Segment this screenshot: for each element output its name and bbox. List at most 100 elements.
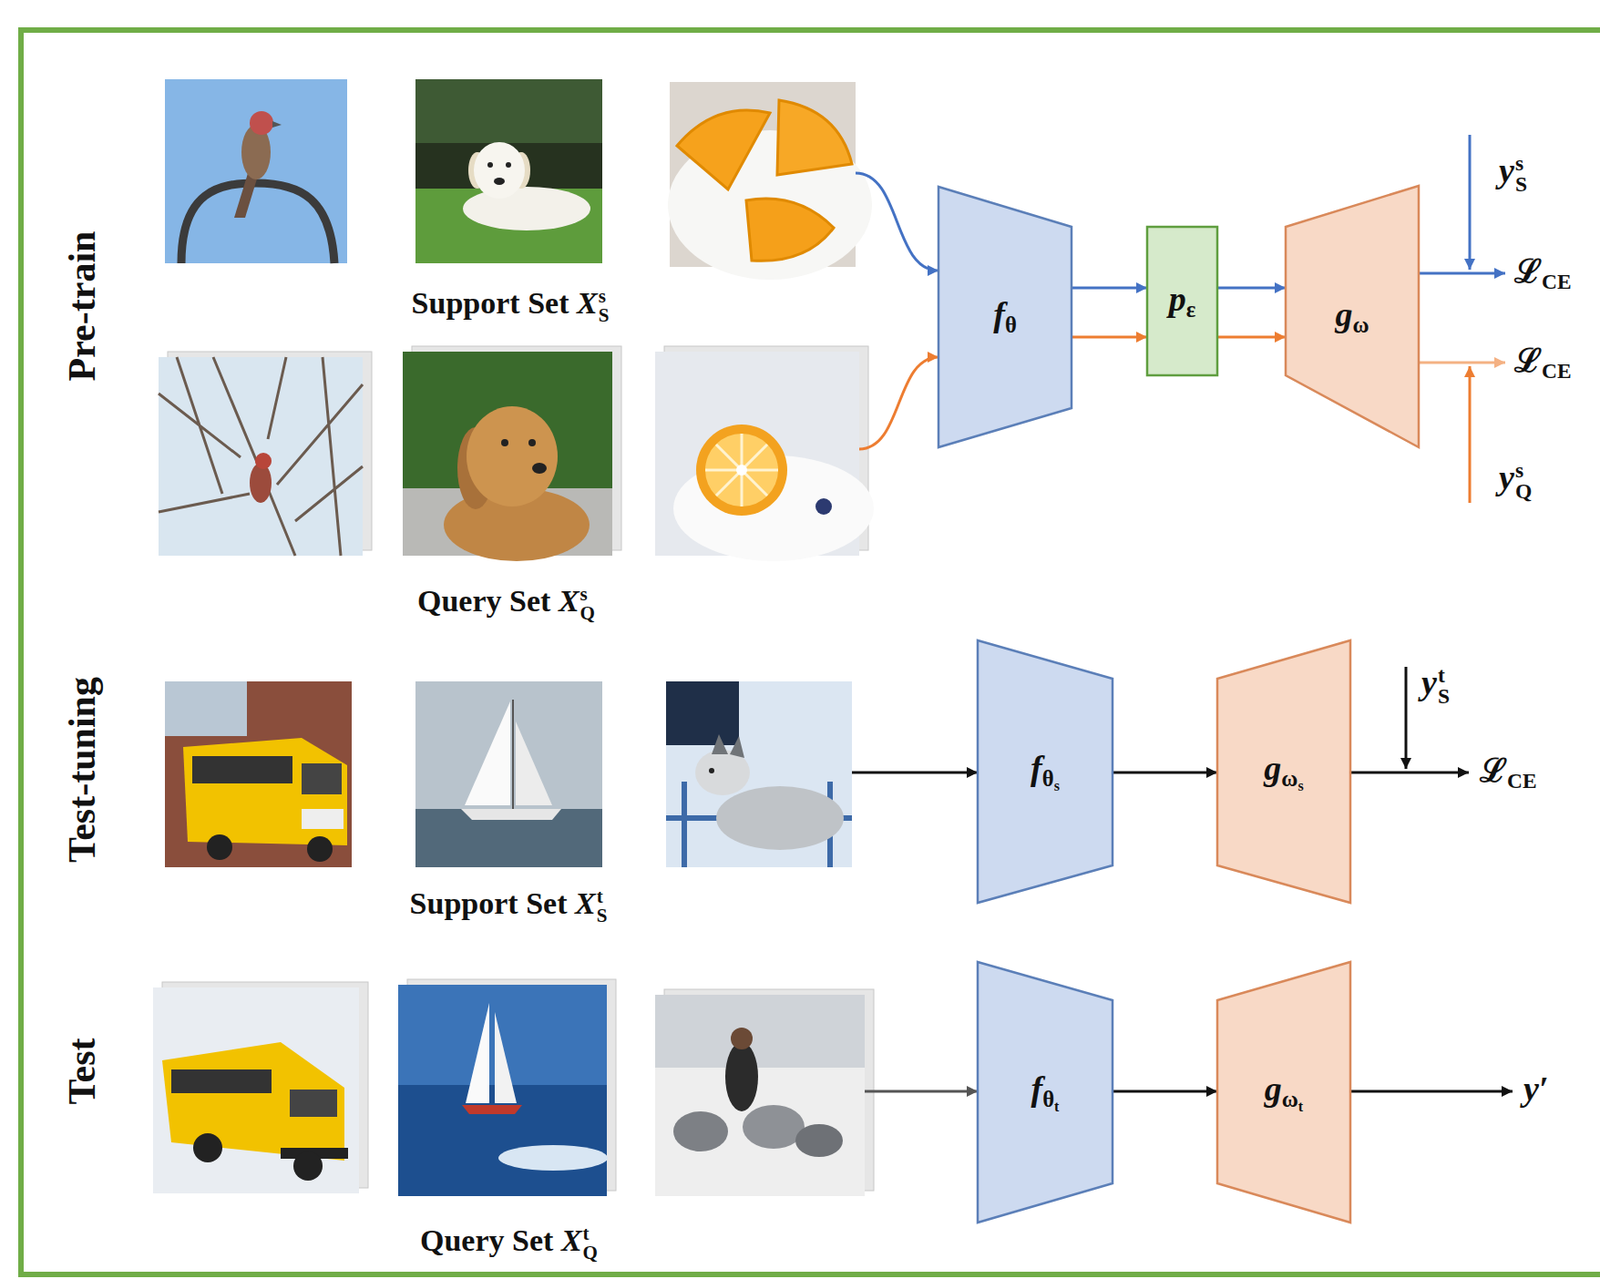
superscript: t: [583, 1224, 598, 1244]
sub-sup: Ss: [598, 287, 610, 326]
module-symbol: gωt: [1264, 1069, 1303, 1117]
loss-symbol-holder: ℒCE: [1514, 253, 1572, 295]
math-symbol: ℒ: [1514, 253, 1542, 290]
photo-husky: [666, 681, 852, 868]
math-symbol: y: [1498, 458, 1515, 497]
loss-arrow: [1350, 771, 1469, 775]
sub-sup: St: [596, 887, 608, 926]
superscript: t: [596, 887, 608, 907]
trapezoid-fill: [938, 186, 1072, 448]
module-symbol: fθt: [1031, 1069, 1060, 1117]
flow-arrow: [1071, 336, 1148, 339]
loss-arrow: [1418, 272, 1506, 276]
subscript: ε: [1186, 297, 1197, 322]
flow-arrow: [1071, 287, 1148, 290]
flow-arrow: [1112, 1090, 1218, 1094]
sub-sup: Qt: [583, 1224, 598, 1263]
flow-arrow: [851, 771, 978, 775]
label-symbol: ySt: [1421, 663, 1450, 708]
math-symbol: X: [561, 1223, 583, 1258]
stage-label: Test-tuning: [60, 676, 104, 863]
math-symbol: p: [1169, 279, 1187, 318]
photo-sailboat: [415, 681, 603, 868]
subscript: ωs: [1281, 766, 1303, 791]
subscript: ωt: [1282, 1087, 1303, 1112]
label-symbol-holder: ySs: [1498, 151, 1528, 196]
flow-arrow: [1217, 336, 1286, 339]
flow-arrow: [855, 173, 939, 271]
module-symbol: pε: [1169, 279, 1197, 324]
network-block: gωs: [1217, 640, 1351, 903]
set-caption: Support Set XSs: [411, 285, 610, 326]
loss-symbol: ℒCE: [1514, 253, 1572, 295]
set-caption: Support Set XSt: [410, 885, 608, 926]
label-arrow: [1405, 666, 1408, 770]
trapezoid-fill: [977, 640, 1113, 903]
trapezoid-fill: [1217, 962, 1351, 1223]
loss-symbol-holder: ℒCE: [1514, 342, 1572, 384]
math-symbol: f: [1031, 1069, 1044, 1108]
prediction-symbol-holder: y′: [1523, 1069, 1549, 1110]
math-symbol: y: [1498, 151, 1515, 190]
network-block: gω: [1285, 185, 1419, 448]
trapezoid-fill: [977, 962, 1113, 1223]
subscript: S: [1515, 174, 1528, 196]
stage-label: Pre-train: [60, 231, 104, 382]
network-block: fθ: [938, 186, 1072, 448]
loss-symbol: ℒCE: [1479, 752, 1538, 794]
sub-sup: Qs: [580, 584, 595, 624]
flow-arrow: [1112, 771, 1218, 775]
math-symbol: g: [1264, 1069, 1283, 1108]
prediction-symbol: y′: [1523, 1069, 1549, 1110]
subscript: t: [1054, 1098, 1059, 1115]
math-symbol: X: [558, 584, 580, 618]
label-arrow: [1468, 134, 1472, 270]
sub-sup: Ss: [1515, 152, 1528, 195]
subscript: θ: [1005, 313, 1017, 339]
module-symbol: fθ: [993, 295, 1017, 339]
loss-symbol: ℒCE: [1514, 342, 1572, 384]
projection-box: pε: [1147, 226, 1218, 376]
module-symbol: fθs: [1030, 748, 1060, 796]
label-symbol-holder: yQs: [1498, 458, 1532, 503]
trapezoid-fill: [1285, 185, 1419, 448]
math-symbol: y: [1421, 663, 1437, 702]
label-symbol: ySs: [1498, 151, 1528, 196]
network-block: fθt: [977, 962, 1113, 1223]
label-arrow: [1468, 366, 1472, 503]
label-symbol-holder: ySt: [1421, 663, 1450, 708]
flow-arrow: [1217, 287, 1286, 290]
module-symbol: gω: [1334, 295, 1369, 339]
subscript: θs: [1042, 766, 1060, 791]
superscript: s: [598, 287, 610, 307]
subscript: s: [1297, 778, 1303, 794]
photo-sled-dogs: [655, 994, 865, 1197]
loss-arrow: [1418, 361, 1506, 365]
image-group: Support Set XSs: [164, 79, 856, 326]
superscript: s: [1515, 459, 1532, 482]
subscript: s: [1054, 778, 1060, 794]
photo-dog: [415, 79, 603, 264]
superscript: s: [580, 584, 595, 605]
photo-orange: [667, 82, 872, 280]
math-symbol: g: [1334, 295, 1353, 334]
set-caption: Query Set XQt: [420, 1222, 598, 1263]
image-group: Query Set XQt: [153, 984, 865, 1263]
math-symbol: g: [1263, 748, 1282, 788]
math-symbol: ℒ: [1479, 752, 1508, 790]
subscript: CE: [1541, 269, 1572, 294]
subscript: S: [596, 906, 608, 926]
math-symbol: X: [574, 886, 596, 921]
photo-dog: [402, 351, 613, 562]
stage-label-holder: Pre-train: [60, 231, 104, 382]
math-symbol: X: [576, 286, 598, 320]
subscript: Q: [1515, 481, 1532, 503]
photo-orange: [655, 351, 874, 562]
photo-bird: [158, 357, 363, 556]
math-symbol: y′: [1523, 1069, 1549, 1108]
sub-sup: Qs: [1515, 459, 1532, 503]
subscript: S: [598, 306, 610, 326]
label-symbol: yQs: [1498, 458, 1532, 503]
